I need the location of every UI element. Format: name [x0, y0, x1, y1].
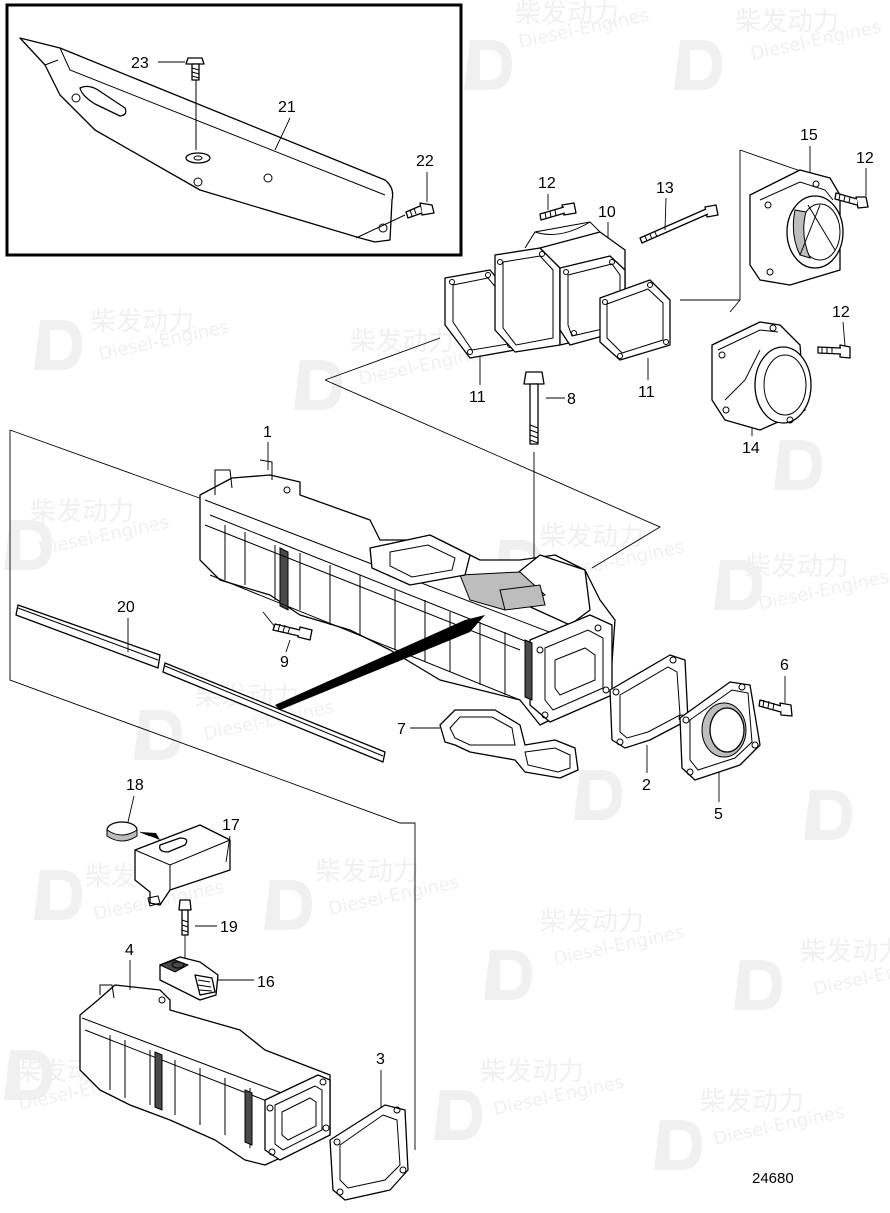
- watermark-logo-icon: [484, 950, 532, 1000]
- intake-manifold-1: 1: [9, 424, 616, 1150]
- plug-18: 18: [106, 777, 160, 842]
- watermark-cn: 柴发动力: [315, 857, 419, 887]
- bolt-13: [639, 204, 719, 244]
- callout-18: 18: [126, 777, 144, 794]
- gasket-7: 7: [397, 709, 579, 779]
- watermark-logo-icon: [294, 360, 342, 410]
- watermark-cn: 柴发动力: [745, 552, 849, 582]
- bolt-6: 6: [758, 657, 793, 717]
- callout-16: 16: [257, 974, 275, 991]
- bolt-19: 19: [178, 899, 238, 962]
- strip-20: 20: [15, 599, 386, 763]
- callout-2: 2: [642, 777, 651, 794]
- bracket-17: 17: [134, 817, 240, 907]
- flange-15: [749, 169, 844, 286]
- callout-4: 4: [125, 942, 134, 959]
- callout-8: 8: [567, 391, 576, 408]
- watermark-cn: 柴发动力: [480, 1057, 584, 1087]
- callout-13: 13: [656, 180, 674, 197]
- callout-21: 21: [278, 99, 296, 116]
- watermark-logo-icon: [714, 560, 762, 610]
- callout-22: 22: [416, 153, 434, 170]
- bolt-9: 9: [262, 611, 313, 671]
- gasket-3: 3: [329, 1051, 409, 1201]
- watermark-logo-icon: [774, 440, 822, 490]
- callout-6: 6: [780, 657, 789, 674]
- bolt-12-top: [539, 202, 577, 221]
- watermark-logo-icon: [134, 710, 182, 760]
- watermark-logo-icon: [734, 960, 782, 1010]
- gasket-11-right: [599, 279, 671, 361]
- watermark-cn: 柴发动力: [30, 497, 134, 527]
- callout-23: 23: [131, 55, 149, 72]
- bolt-23: [185, 57, 205, 150]
- inset-frame: [5, 3, 463, 257]
- heat-shield-part: [19, 37, 394, 243]
- watermark-cn: 柴发动力: [515, 0, 619, 29]
- reference-number: 24680: [752, 1170, 794, 1187]
- cover-5: 5: [679, 681, 761, 823]
- watermark-logo-icon: [4, 520, 52, 570]
- callout-11-right: 11: [638, 384, 655, 401]
- sensor-16: 16: [158, 956, 275, 1001]
- manifold-section-4: 4: [79, 942, 331, 1166]
- watermark-cn: 柴发动力: [800, 937, 890, 967]
- bolt-12-adapter: [817, 344, 851, 359]
- inset-heat-shield: 23 21 22: [5, 3, 463, 257]
- callout-11-left: 11: [469, 389, 486, 406]
- watermark-cn: 柴发动力: [700, 1087, 804, 1117]
- callout-3: 3: [376, 1051, 385, 1068]
- watermark-logo-icon: [574, 770, 622, 820]
- callout-10: 10: [598, 204, 616, 221]
- heat-shield-slot: [79, 85, 127, 117]
- watermark-logo-icon: [804, 790, 852, 840]
- watermark-logo-icon: [674, 40, 722, 90]
- assembly-arrow-icon: [275, 615, 485, 710]
- callout-17: 17: [222, 817, 240, 834]
- watermark-cn: 柴发动力: [735, 7, 839, 37]
- watermark-logo-icon: [34, 320, 82, 370]
- connection-group: 12 10 13 15 12 12 11 11 14: [324, 127, 874, 569]
- callout-1: 1: [263, 424, 272, 441]
- watermark-logo-icon: [264, 880, 312, 930]
- callout-19: 19: [220, 919, 238, 936]
- watermark-logo-icon: [654, 1120, 702, 1170]
- callout-7: 7: [397, 721, 406, 738]
- callout-5: 5: [714, 806, 723, 823]
- watermark-cn: 柴发动力: [540, 907, 644, 937]
- bolt-12-flange: [834, 192, 869, 209]
- watermark-cn: 柴发动力: [90, 307, 194, 337]
- bolt-8: 8: [523, 371, 576, 640]
- callout-15: 15: [800, 127, 818, 144]
- watermark-logo-icon: [4, 1050, 52, 1100]
- callout-14: 14: [742, 440, 760, 457]
- watermark-logo-icon: [34, 870, 82, 920]
- callout-12-flange: 12: [856, 150, 874, 167]
- adapter-14: [711, 321, 812, 431]
- watermark-logo-icon: [434, 1090, 482, 1140]
- callout-9: 9: [280, 654, 289, 671]
- bolt-22: [355, 202, 435, 239]
- watermark-logo-icon: [464, 40, 512, 90]
- callout-12-top: 12: [538, 175, 556, 192]
- callout-20: 20: [117, 599, 135, 616]
- gasket-2: 2: [609, 654, 689, 794]
- callout-12-adapter: 12: [832, 304, 850, 321]
